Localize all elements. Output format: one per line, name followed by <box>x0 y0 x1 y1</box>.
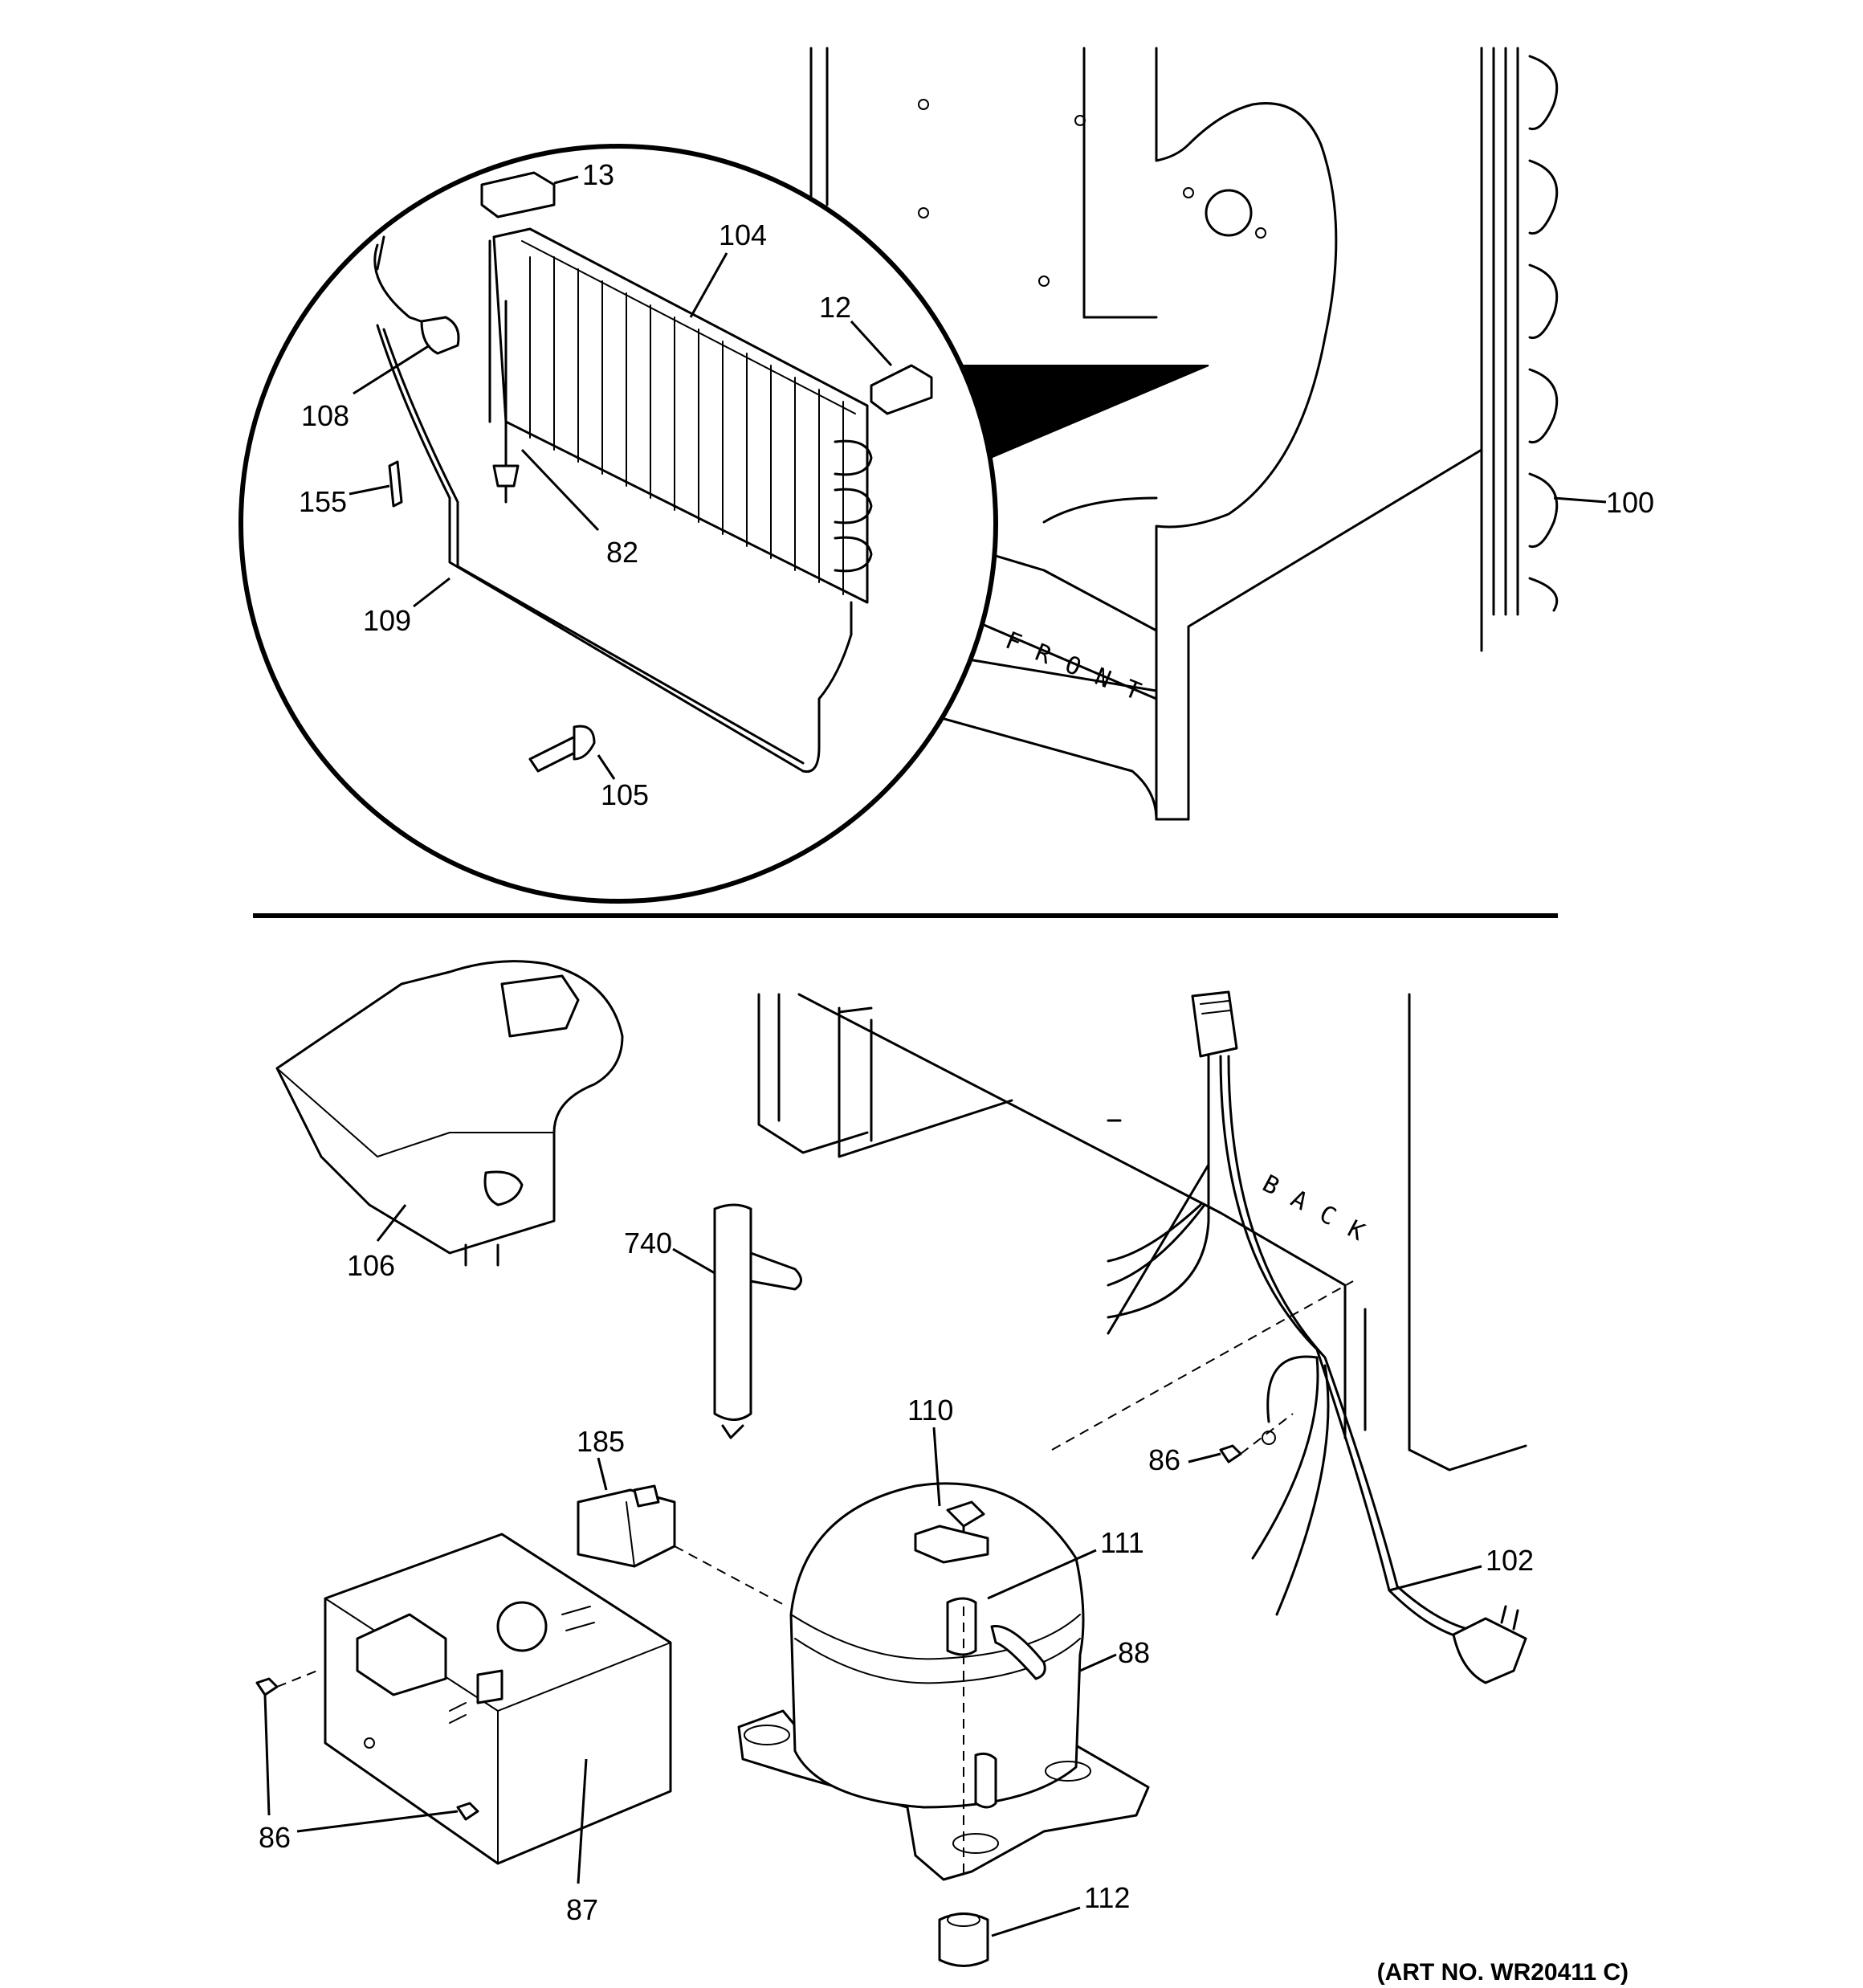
condenser-100 <box>1480 47 1607 616</box>
compressor-88 <box>737 1482 1150 1881</box>
insulation-pad-12 <box>850 320 933 415</box>
callout-110: 110 <box>907 1394 953 1427</box>
back-stencil: BACK <box>1258 1170 1384 1255</box>
wire-harness-109 <box>376 324 853 774</box>
sleeve-111 <box>987 1549 1097 1600</box>
callout-155: 155 <box>299 485 347 518</box>
drain-fitting-105 <box>528 725 616 780</box>
thermistor-155 <box>349 460 403 508</box>
callout-86-board: 86 <box>259 1821 291 1854</box>
callout-86-cord: 86 <box>1148 1443 1180 1476</box>
callout-185: 185 <box>577 1425 625 1458</box>
screws-86-board <box>255 1670 479 1833</box>
callout-108: 108 <box>301 399 349 432</box>
control-board-87 <box>324 1533 672 1884</box>
overload-relay-185 <box>577 1457 788 1607</box>
heater-82 <box>492 300 600 532</box>
callout-12: 12 <box>819 291 851 324</box>
bolt-110 <box>914 1427 989 1564</box>
evaporator-detail-circle <box>238 144 998 904</box>
callout-740: 740 <box>624 1227 672 1259</box>
art-number: (ART NO. WR20411 C) <box>1377 1959 1629 1986</box>
callout-105: 105 <box>601 778 649 811</box>
callout-87: 87 <box>566 1893 598 1926</box>
power-cord-102 <box>1107 990 1527 1684</box>
callout-100: 100 <box>1606 486 1654 519</box>
grommet-112 <box>938 1906 1081 1967</box>
callout-13: 13 <box>582 158 614 191</box>
callout-111: 111 <box>1100 1526 1144 1559</box>
callout-88: 88 <box>1118 1636 1150 1669</box>
ice-maker-106 <box>275 960 624 1267</box>
back-label: BACK <box>1258 1170 1384 1255</box>
callout-109: 109 <box>363 604 411 637</box>
cabinet-rear-lower <box>757 993 1527 1472</box>
callout-104: 104 <box>719 218 767 251</box>
callout-102: 102 <box>1486 1544 1534 1577</box>
drier-740 <box>672 1203 802 1439</box>
callout-82: 82 <box>606 536 638 569</box>
screw-86-cord <box>1188 1413 1294 1463</box>
evaporator-104 <box>488 227 873 604</box>
callout-112: 112 <box>1084 1881 1130 1914</box>
callout-106: 106 <box>347 1249 395 1282</box>
insulation-pad-13 <box>480 171 579 218</box>
